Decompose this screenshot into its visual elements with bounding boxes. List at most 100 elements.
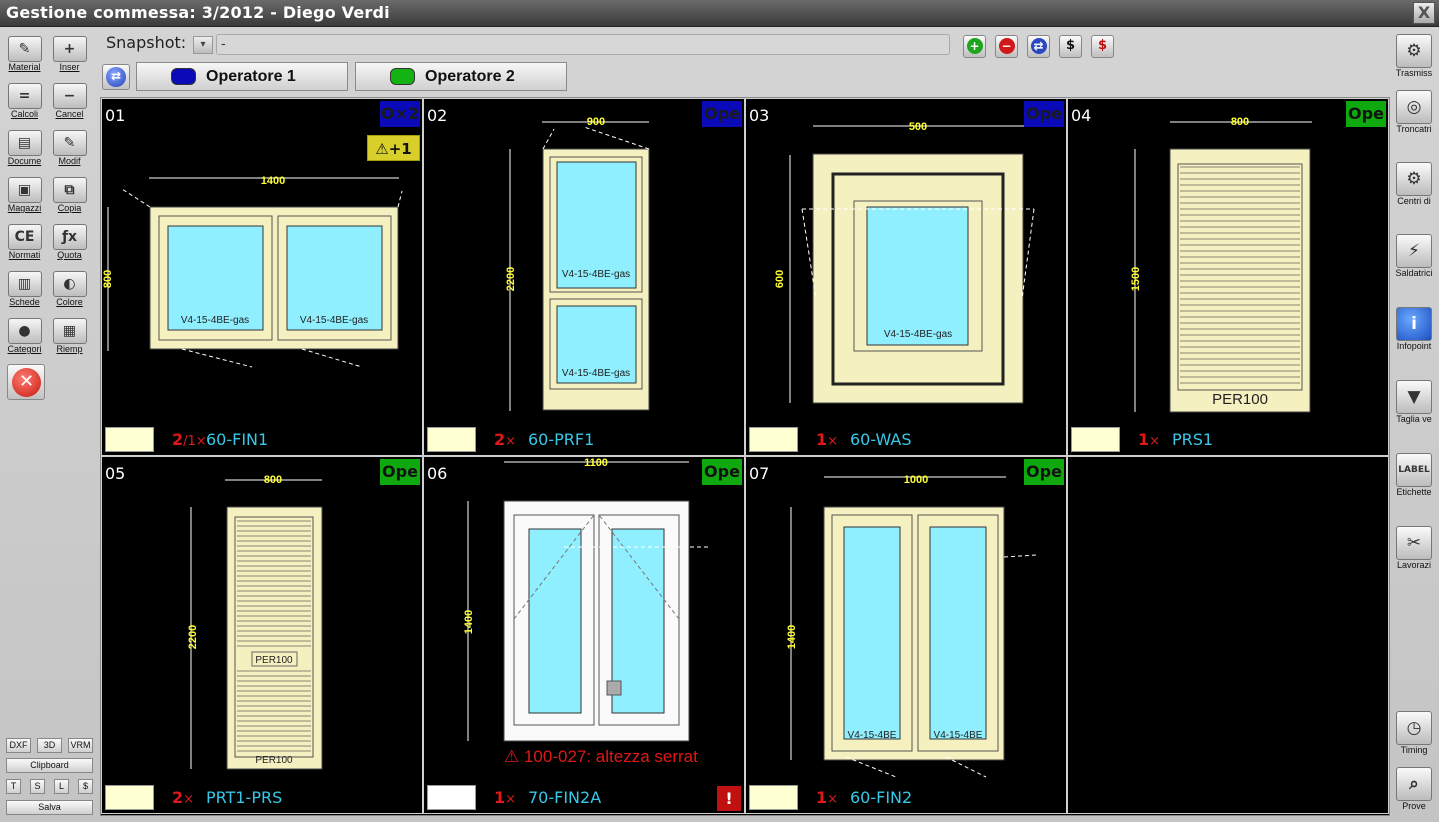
height-dimension: 1500 (1130, 267, 1142, 291)
operator-badge[interactable]: Ope (1346, 101, 1386, 127)
refresh-button[interactable]: ⇄ (102, 64, 130, 90)
dxf-button[interactable]: DXF (6, 738, 31, 753)
operator-badge[interactable]: Ope (1024, 459, 1064, 485)
prove-icon: ⌕ (1396, 767, 1432, 801)
tool-calcoli-button[interactable]: =Calcoli (5, 81, 44, 121)
lavorazi-icon: ✂ (1396, 526, 1432, 560)
color-swatch[interactable] (749, 427, 798, 452)
snapshot-no-price-button[interactable]: $ (1091, 35, 1114, 58)
tool-troncatri-button[interactable]: ◎Troncatri (1392, 90, 1436, 140)
item-code: 70-FIN2A (528, 788, 602, 807)
snapshot-swap-button[interactable]: ⇄ (1027, 35, 1050, 58)
title-bar: Gestione commessa: 3/2012 - Diego Verdi … (0, 0, 1439, 27)
tool-copia-button[interactable]: ⧉Copia (50, 175, 89, 215)
width-dimension: 800 (264, 474, 282, 486)
item-code: 60-FIN2 (850, 788, 913, 807)
tool-cancel-button[interactable]: −Cancel (50, 81, 89, 121)
tool-label: Modif (58, 156, 81, 166)
categori-icon: ● (7, 318, 42, 344)
warning-badge[interactable]: ⚠+1 (367, 135, 420, 161)
close-button[interactable]: X (1413, 2, 1435, 24)
snapshot-dropdown[interactable]: ▾ (193, 36, 213, 54)
color-swatch[interactable] (427, 427, 476, 452)
tool-schede-button[interactable]: ▥Schede (5, 269, 44, 309)
error-badge[interactable]: ! (717, 786, 741, 811)
color-swatch[interactable] (105, 427, 154, 452)
operator-badge[interactable]: Ope (1024, 101, 1064, 127)
tool-taglia-ve-button[interactable]: ▼Taglia ve (1392, 380, 1436, 430)
color-swatch[interactable] (105, 785, 154, 810)
snapshot-price-button[interactable]: $ (1059, 35, 1082, 58)
item-code: 60-PRF1 (528, 430, 595, 449)
calcoli-icon: = (7, 83, 42, 109)
exit-button[interactable]: ✕ (7, 364, 45, 400)
save-button[interactable]: Salva (6, 800, 93, 815)
vrm-button[interactable]: VRM (68, 738, 93, 753)
3d-button[interactable]: 3D (37, 738, 62, 753)
color-swatch[interactable] (749, 785, 798, 810)
tool-label: Material (8, 62, 41, 72)
snapshot-add-button[interactable]: + (963, 35, 986, 58)
t-button[interactable]: T (6, 779, 21, 794)
tool-timing-button[interactable]: ◷Timing (1392, 711, 1436, 761)
profile-label: PER100 (1212, 391, 1268, 408)
snapshot-field[interactable]: - (216, 34, 950, 55)
tool-trasmiss-button[interactable]: ⚙Trasmiss (1392, 34, 1436, 84)
operator-badge[interactable]: Ope (702, 101, 742, 127)
quantity-value: 1 (494, 788, 506, 807)
snapshot-remove-button[interactable]: − (995, 35, 1018, 58)
tool-label: Categori (7, 344, 42, 354)
operator-1-button[interactable]: Operatore 1 (136, 62, 348, 91)
window-title: Gestione commessa: 3/2012 - Diego Verdi (6, 3, 390, 22)
normati-icon: CE (7, 224, 42, 250)
tool-prove-button[interactable]: ⌕Prove (1392, 767, 1436, 817)
item-code: 60-WAS (850, 430, 912, 449)
tool-lavorazi-button[interactable]: ✂Lavorazi (1392, 526, 1436, 576)
operator-badge[interactable]: O×2 (380, 101, 420, 127)
tool-inser-button[interactable]: +Inser (50, 34, 89, 74)
tool-categori-button[interactable]: ●Categori (5, 316, 44, 356)
operator-2-button[interactable]: Operatore 2 (355, 62, 567, 91)
clipboard-button[interactable]: Clipboard (6, 758, 93, 773)
tool-centri-di-button[interactable]: ⚙Centri di (1392, 162, 1436, 212)
tool-magazzi-button[interactable]: ▣Magazzi (5, 175, 44, 215)
operator-1-color (171, 68, 196, 85)
tool-saldatrici-button[interactable]: ⚡Saldatrici (1392, 234, 1436, 284)
dollar-button[interactable]: $ (78, 779, 93, 794)
tool-docume-button[interactable]: ▤Docume (5, 128, 44, 168)
snapshot-label: Snapshot: (106, 33, 187, 52)
tool-modif-button[interactable]: ✎Modif (50, 128, 89, 168)
color-swatch[interactable] (1071, 427, 1120, 452)
quantity-value: 1 (816, 430, 828, 449)
color-swatch[interactable] (427, 785, 476, 810)
operator-badge[interactable]: Ope (702, 459, 742, 485)
window-drawing (790, 476, 1037, 778)
tool-label: Etichette (1396, 487, 1432, 497)
tool-material-button[interactable]: ✎Material (5, 34, 44, 74)
copia-icon: ⧉ (52, 177, 87, 203)
s-button[interactable]: S (30, 779, 45, 794)
quantity-suffix: × (183, 792, 195, 807)
cancel-icon: − (52, 83, 87, 109)
tool-riemp-button[interactable]: ▦Riemp (50, 316, 89, 356)
tool-colore-button[interactable]: ◐Colore (50, 269, 89, 309)
quantity-suffix: × (505, 434, 517, 449)
glass-label: V4-15-4BE (934, 730, 983, 741)
l-button[interactable]: L (54, 779, 69, 794)
operator-badge[interactable]: Ope (380, 459, 420, 485)
